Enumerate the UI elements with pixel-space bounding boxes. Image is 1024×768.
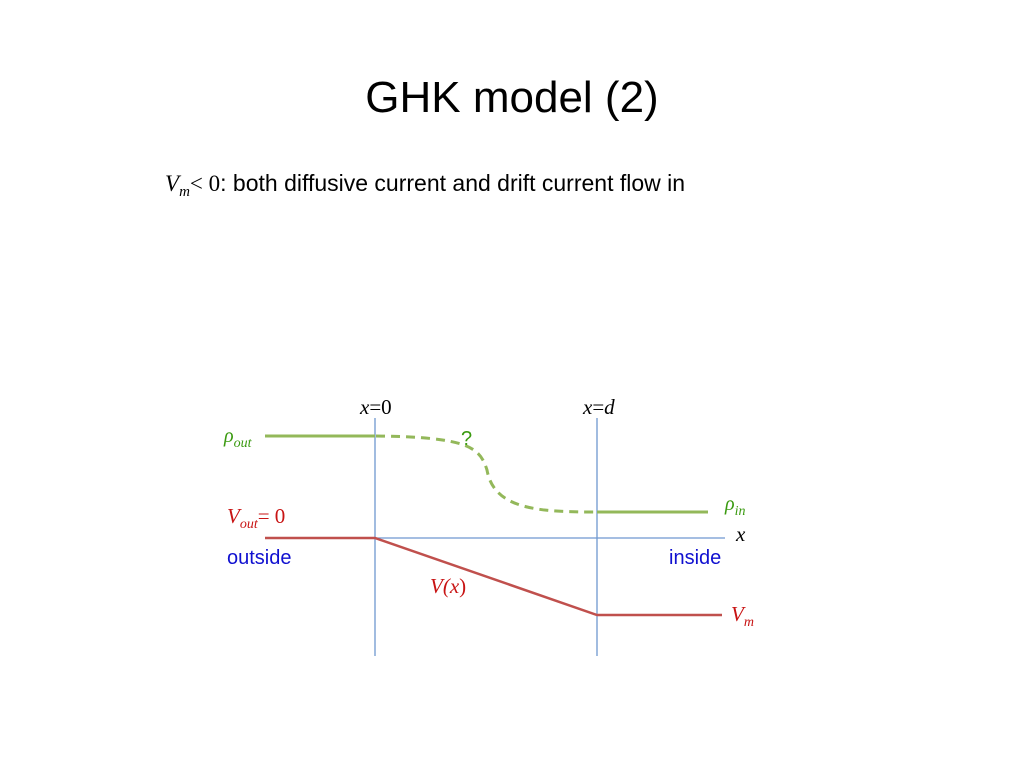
potential-curve — [265, 536, 722, 617]
v-out-label: Vout= 0 — [227, 504, 286, 532]
boundary-label-x0: x=0 — [360, 395, 392, 419]
v-of-x-label: V(x) — [430, 574, 467, 598]
rho-in-label: ρin — [725, 493, 746, 519]
subtitle-text: : both diffusive current and drift curre… — [220, 170, 686, 196]
x-axis-label: x — [736, 522, 746, 546]
slide-title: GHK model (2) — [365, 73, 659, 122]
vm-label: Vm — [731, 602, 754, 630]
slide-subtitle: Vm< 0: both diffusive current and drift … — [165, 168, 685, 207]
vm-symbol: V — [165, 171, 180, 196]
rho-transition-curve — [375, 434, 598, 514]
relation-text: < 0 — [189, 171, 221, 196]
unknown-region-marker: ? — [461, 428, 473, 450]
boundary-label-xd: x=d — [583, 395, 615, 419]
inside-label: inside — [669, 547, 722, 569]
outside-label: outside — [227, 547, 292, 569]
rho-out-label: ρout — [224, 425, 252, 451]
vm-subscript: m — [179, 184, 190, 200]
